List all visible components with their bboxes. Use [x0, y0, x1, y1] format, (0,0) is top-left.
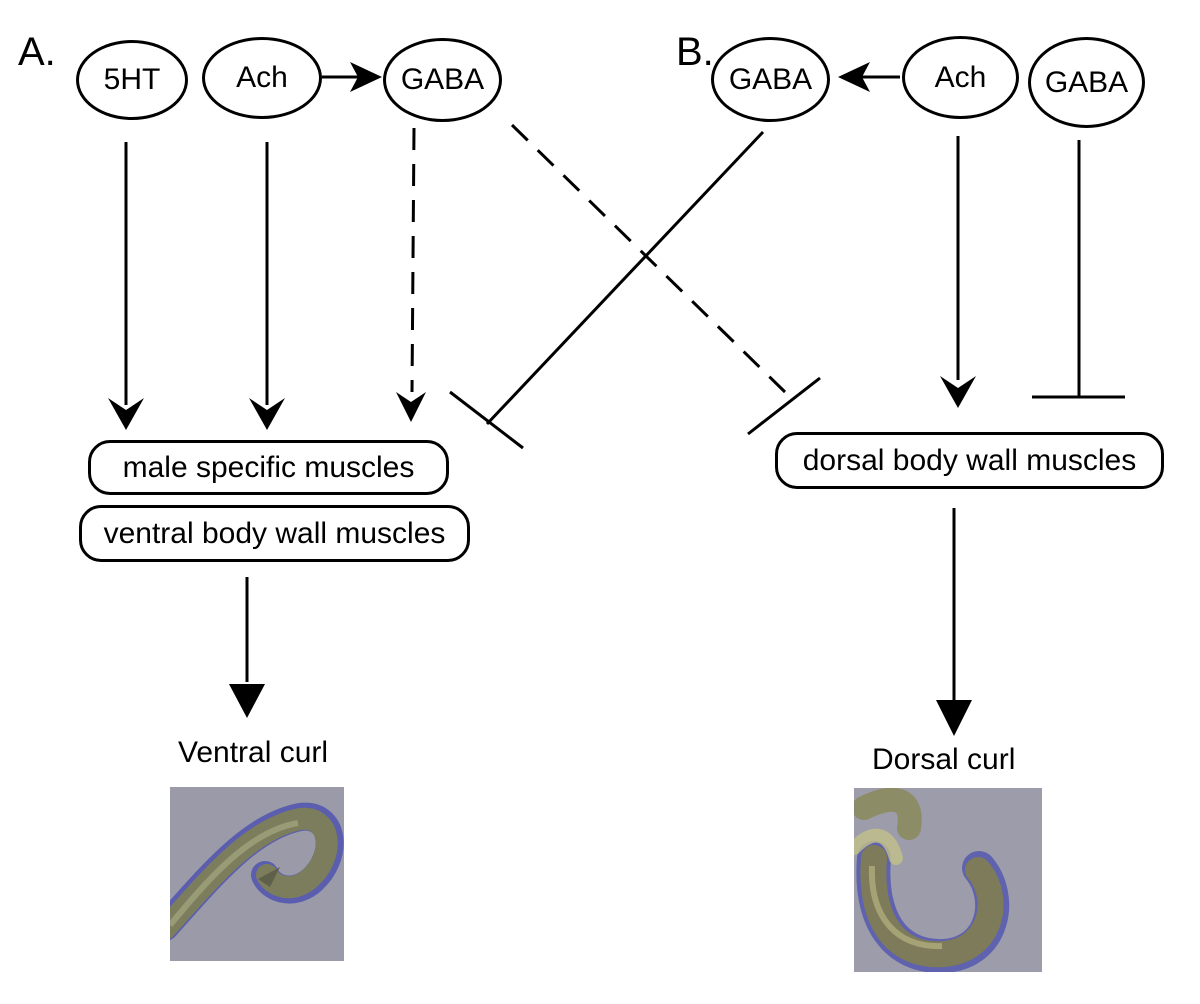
- arrowhead: [229, 684, 265, 718]
- node-5ht: 5HT: [76, 40, 188, 120]
- dorsal-curl-photo: [854, 788, 1042, 972]
- node-gaba-label: GABA: [400, 63, 485, 96]
- dashed-arrow-gaba-to-muscles: [410, 127, 416, 393]
- arrowhead: [249, 398, 285, 430]
- dorsal-curl-worm: [854, 788, 1010, 972]
- ventral-curl-caption: Ventral curl: [178, 736, 329, 769]
- male-specific-muscles-box: male specific muscles: [88, 440, 449, 495]
- node-ach-b: Ach: [902, 36, 1019, 119]
- dorsal-curl-caption: Dorsal curl: [872, 743, 1016, 776]
- node-gaba-b-left-label: GABA: [728, 62, 813, 96]
- ventral-curl-worm: [170, 802, 344, 940]
- inhibition-bar: [747, 376, 821, 436]
- panel-a-label: A.: [18, 30, 56, 74]
- inhibition-bar: [449, 390, 524, 450]
- dorsal-body-wall-muscles-label: dorsal body wall muscles: [802, 443, 1137, 477]
- arrowhead: [350, 62, 382, 92]
- node-ach-label: Ach: [236, 61, 288, 94]
- dashed-inhibition-gaba-to-dorsal: [510, 123, 787, 394]
- node-gaba-b-right: GABA: [1028, 37, 1145, 128]
- ventral-curl-photo: [170, 787, 344, 961]
- male-specific-muscles-label: male specific muscles: [122, 450, 415, 484]
- node-gaba-b-right-label: GABA: [1044, 65, 1129, 99]
- node-5ht-label: 5HT: [103, 63, 161, 96]
- inhibition-gaba-to-ventral: [485, 130, 765, 426]
- arrowhead: [940, 376, 976, 408]
- ventral-body-wall-muscles-box: ventral body wall muscles: [79, 505, 470, 562]
- arrowhead: [396, 392, 426, 422]
- node-gaba-b-left: GABA: [711, 37, 830, 122]
- arrowhead: [838, 62, 870, 92]
- arrowhead: [108, 398, 144, 430]
- ventral-body-wall-muscles-label: ventral body wall muscles: [103, 516, 446, 550]
- node-ach-b-label: Ach: [934, 60, 987, 94]
- node-gaba: GABA: [383, 38, 502, 122]
- node-ach: Ach: [202, 37, 322, 119]
- panel-b-label: B.: [676, 30, 714, 74]
- dorsal-body-wall-muscles-box: dorsal body wall muscles: [775, 432, 1164, 489]
- arrowhead: [936, 700, 972, 736]
